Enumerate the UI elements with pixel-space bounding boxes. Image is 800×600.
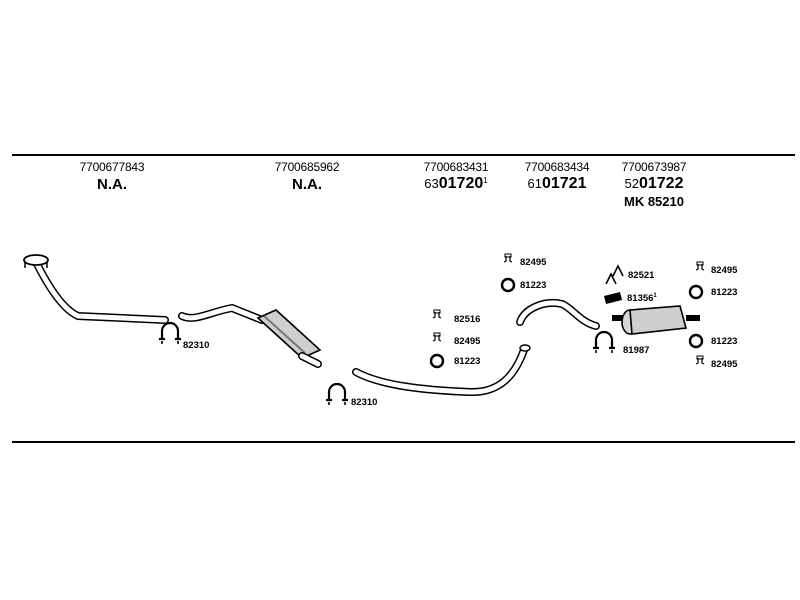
oe-number: 7700677843 xyxy=(79,160,145,174)
clamp-icon xyxy=(591,330,617,355)
quantity-prefix: 63 xyxy=(424,176,439,191)
hanger-label: 82495 xyxy=(711,359,738,370)
bracket-icon xyxy=(605,264,624,285)
intermediate-pipe xyxy=(352,344,531,397)
rubber-ring-icon xyxy=(688,284,704,300)
top-rule xyxy=(12,154,795,156)
rubber-ring-label: 81223 xyxy=(711,336,738,347)
footnote-marker: 1 xyxy=(653,293,657,299)
oe-number: 7700673987 xyxy=(621,160,687,174)
hanger-label: 82495 xyxy=(454,336,481,347)
hanger-label: 82495 xyxy=(711,265,738,276)
rear-muffler xyxy=(612,305,700,335)
quantity-prefix: 61 xyxy=(527,176,542,191)
gasket-icon xyxy=(604,292,622,304)
center-pipe-with-muffler xyxy=(178,303,322,368)
part-number: 63017201 xyxy=(414,176,498,192)
column-2-header: 7700685962 N.A. xyxy=(265,161,349,192)
part-number-value: 01722 xyxy=(638,175,684,192)
bracket-label: 82521 xyxy=(628,270,655,281)
hanger-label: 82516 xyxy=(454,314,481,325)
rubber-ring-label: 81223 xyxy=(711,287,738,298)
hanger-icon xyxy=(695,261,705,271)
part-number-value: 01721 xyxy=(541,175,587,192)
mounting-kit-number: MK 85210 xyxy=(624,194,684,209)
part-number: 6101721 xyxy=(515,176,599,192)
rubber-ring-label: 81223 xyxy=(454,356,481,367)
hanger-icon xyxy=(432,332,442,342)
quantity-prefix: 52 xyxy=(624,176,639,191)
rubber-ring-icon xyxy=(688,333,704,349)
hanger-icon xyxy=(503,253,513,263)
part-not-available: N.A. xyxy=(97,176,127,193)
part-number-value: 01720 xyxy=(438,175,484,192)
rubber-ring-label: 81223 xyxy=(520,280,547,291)
clamp-label: 81987 xyxy=(623,345,650,356)
column-4-header: 7700683434 6101721 xyxy=(515,161,599,192)
column-1-header: 7700677843 N.A. xyxy=(70,161,154,192)
gasket-label: 813561 xyxy=(627,293,657,304)
clamp-icon xyxy=(324,382,350,407)
oe-number: 7700683434 xyxy=(524,160,590,174)
column-5-header: 7700673987 5201722 MK 85210 xyxy=(612,161,696,208)
hanger-icon xyxy=(695,355,705,365)
rubber-ring-icon xyxy=(429,353,445,369)
clamp-label: 82310 xyxy=(183,340,210,351)
front-pipe xyxy=(23,254,169,324)
part-number: 5201722 xyxy=(612,176,696,192)
footnote-marker: 1 xyxy=(483,176,488,185)
clamp-label: 82310 xyxy=(351,397,378,408)
oe-number: 7700685962 xyxy=(274,160,340,174)
oe-number: 7700683431 xyxy=(423,160,489,174)
hanger-label: 82495 xyxy=(520,257,547,268)
column-3-header: 7700683431 63017201 xyxy=(414,161,498,192)
gasket-part-number: 81356 xyxy=(627,293,654,305)
clamp-icon xyxy=(157,321,183,346)
hanger-icon xyxy=(432,309,442,319)
tail-pipe-section xyxy=(516,299,600,330)
bottom-rule xyxy=(12,441,795,443)
rubber-ring-icon xyxy=(500,277,516,293)
part-not-available: N.A. xyxy=(292,176,322,193)
